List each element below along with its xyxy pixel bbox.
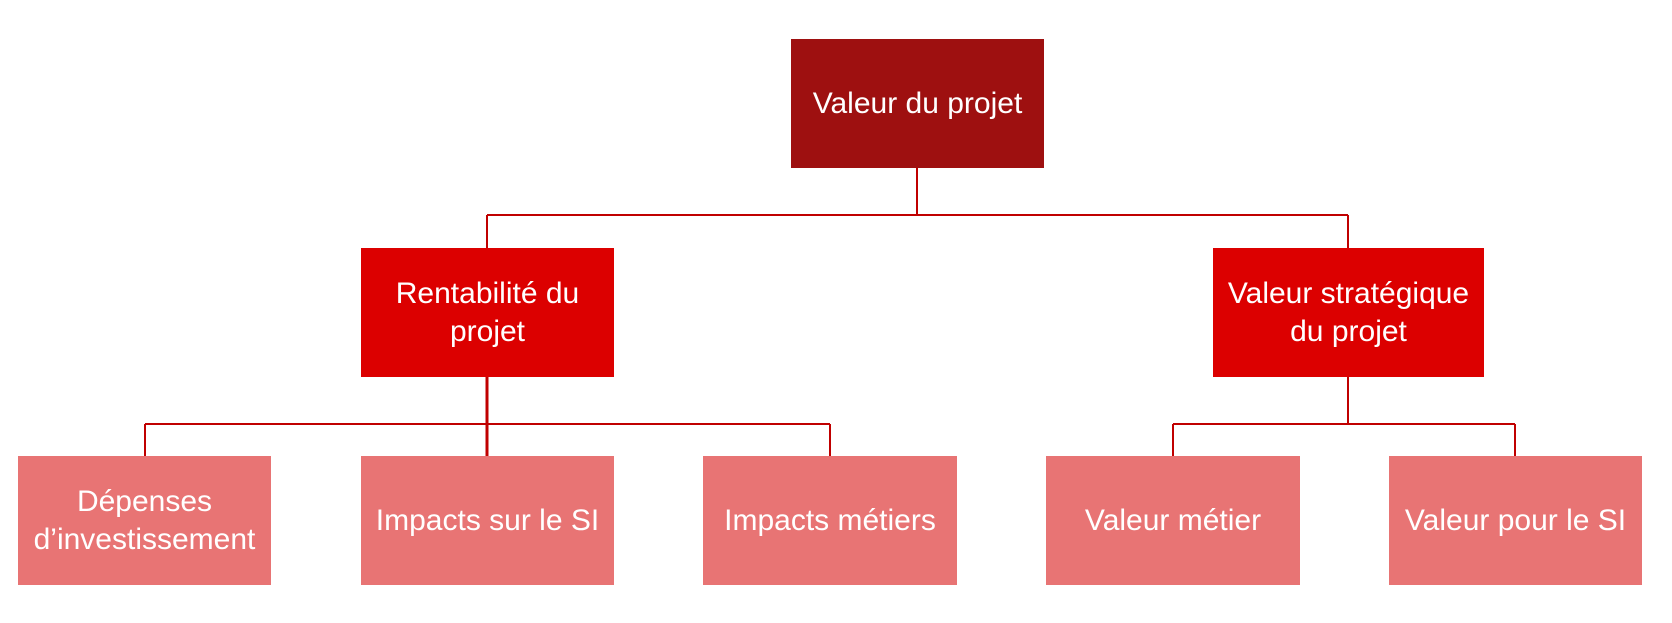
- node-label: Valeur métier: [1084, 503, 1262, 537]
- node-label: Valeur du projet: [812, 86, 1023, 120]
- node-rentabilite-du-projet: Rentabilité du projet: [361, 248, 614, 377]
- node-label: Impacts sur le SI: [375, 503, 600, 537]
- node-depenses-investissement: Dépenses d’investissement: [18, 456, 271, 585]
- node-label: Impacts métiers: [724, 503, 936, 537]
- node-valeur-metier: Valeur métier: [1046, 456, 1300, 585]
- node-valeur-pour-le-si: Valeur pour le SI: [1389, 456, 1642, 585]
- node-valeur-du-projet: Valeur du projet: [791, 39, 1044, 168]
- node-label: Rentabilité du projet: [395, 276, 580, 348]
- node-label: Valeur stratégique du projet: [1227, 276, 1470, 348]
- node-impacts-sur-le-si: Impacts sur le SI: [361, 456, 614, 585]
- node-valeur-strategique-du-projet: Valeur stratégique du projet: [1213, 248, 1484, 377]
- node-label: Dépenses d’investissement: [33, 484, 256, 556]
- node-label: Valeur pour le SI: [1404, 503, 1627, 537]
- node-impacts-metiers: Impacts métiers: [703, 456, 957, 585]
